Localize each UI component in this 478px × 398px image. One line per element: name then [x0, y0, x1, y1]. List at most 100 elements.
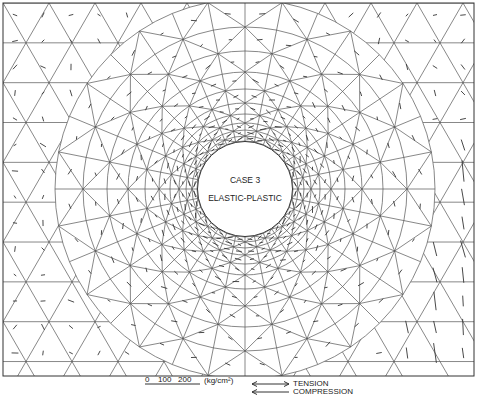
mesh-diagonal	[203, 127, 219, 128]
stress-tick	[185, 260, 187, 263]
mesh-line	[386, 3, 474, 376]
stress-tick	[412, 239, 414, 242]
stress-tick	[324, 89, 328, 92]
stress-tick	[189, 181, 191, 186]
mesh-diagonal	[87, 295, 130, 304]
stress-tick	[287, 163, 293, 167]
stress-tick	[42, 351, 44, 356]
stress-tick	[263, 121, 267, 122]
stress-tick	[155, 160, 158, 163]
mesh-diagonal	[208, 226, 213, 238]
mesh-diagonal	[187, 189, 192, 201]
mesh-diagonal	[171, 164, 184, 175]
stress-tick	[136, 176, 137, 181]
stress-tick	[216, 238, 220, 239]
mesh-diagonal	[324, 222, 328, 245]
stress-tick	[68, 169, 72, 174]
stress-tick	[125, 352, 129, 355]
mesh-diagonal	[324, 133, 328, 156]
stress-tick	[164, 178, 166, 183]
stress-tick	[434, 292, 436, 310]
mesh-diagonal	[233, 131, 245, 136]
mesh-diagonal	[270, 128, 278, 140]
mesh-diagonal	[110, 162, 128, 189]
mesh-diagonal	[311, 189, 319, 204]
mesh-line	[95, 3, 310, 376]
stress-tick	[412, 135, 415, 140]
stress-tick	[283, 140, 286, 141]
stress-tick	[267, 233, 270, 235]
stress-tick	[433, 66, 437, 69]
mesh-diagonal	[395, 83, 403, 127]
stress-tick	[174, 194, 176, 198]
stress-tick	[199, 223, 205, 226]
stress-tick	[14, 274, 16, 276]
stress-tick	[460, 118, 466, 119]
mesh-diagonal	[130, 304, 139, 347]
stress-tick	[462, 189, 465, 205]
stress-tick	[149, 136, 150, 139]
mesh-lines	[3, 3, 474, 376]
stress-tick	[182, 181, 183, 184]
stress-tick	[251, 108, 256, 110]
stress-tick	[278, 145, 283, 147]
stress-tick	[307, 220, 308, 225]
stress-tick	[258, 236, 262, 239]
stress-tick	[296, 203, 301, 208]
stress-tick	[297, 171, 301, 175]
stress-tick	[206, 309, 209, 312]
mesh-diagonal	[257, 128, 271, 131]
scale-number: 0	[145, 376, 149, 384]
mesh-diagonal	[200, 54, 218, 81]
stress-tick	[295, 357, 298, 358]
stress-tick	[275, 250, 281, 252]
stress-tick	[348, 156, 350, 159]
stress-tick	[211, 84, 216, 86]
stress-tick	[89, 104, 91, 108]
mesh-diagonal	[137, 133, 162, 144]
mesh-diagonal	[328, 266, 360, 272]
mesh-spoke	[279, 55, 379, 155]
stress-tick	[146, 268, 147, 272]
stress-tick	[182, 300, 187, 302]
mesh-diagonal	[225, 131, 234, 140]
mesh-diagonal	[225, 140, 236, 142]
hole-circle: CASE 3ELASTIC-PLASTIC	[197, 141, 293, 237]
mesh-diagonal	[306, 231, 308, 250]
mesh-diagonal	[322, 303, 360, 304]
mesh-diagonal	[395, 251, 403, 295]
mesh-diagonal	[128, 189, 147, 209]
mesh-diagonal	[306, 214, 307, 230]
mesh-diagonal	[162, 128, 184, 133]
stress-tick	[433, 118, 438, 120]
stress-tick	[299, 217, 302, 220]
mesh-line	[3, 3, 218, 376]
mesh-ring	[55, 3, 435, 376]
stress-tick	[97, 14, 100, 16]
stress-tick	[160, 255, 162, 261]
stress-tick	[462, 296, 464, 307]
stress-tick	[194, 181, 195, 186]
stress-tick	[306, 135, 308, 141]
stress-tick	[208, 143, 211, 148]
stress-tick	[326, 33, 330, 35]
stress-tick	[151, 196, 154, 200]
mesh-diagonal	[292, 231, 308, 236]
mesh-line	[340, 3, 474, 376]
mesh-diagonal	[290, 81, 301, 106]
stress-tick	[326, 142, 327, 148]
mesh-spoke	[208, 3, 236, 142]
mesh-diagonal	[278, 226, 283, 238]
stress-tick	[333, 160, 335, 164]
mesh-diagonal	[218, 324, 245, 351]
mesh-diagonal	[212, 263, 230, 269]
mesh-line	[463, 3, 474, 376]
stress-tick	[298, 232, 301, 236]
mesh-diagonal	[260, 115, 271, 128]
mesh-diagonal	[303, 164, 306, 178]
stress-tick	[226, 241, 232, 243]
stress-tick	[269, 99, 275, 100]
stress-tick	[111, 117, 114, 120]
mesh-diagonal	[130, 234, 137, 266]
stress-tick	[101, 230, 102, 235]
